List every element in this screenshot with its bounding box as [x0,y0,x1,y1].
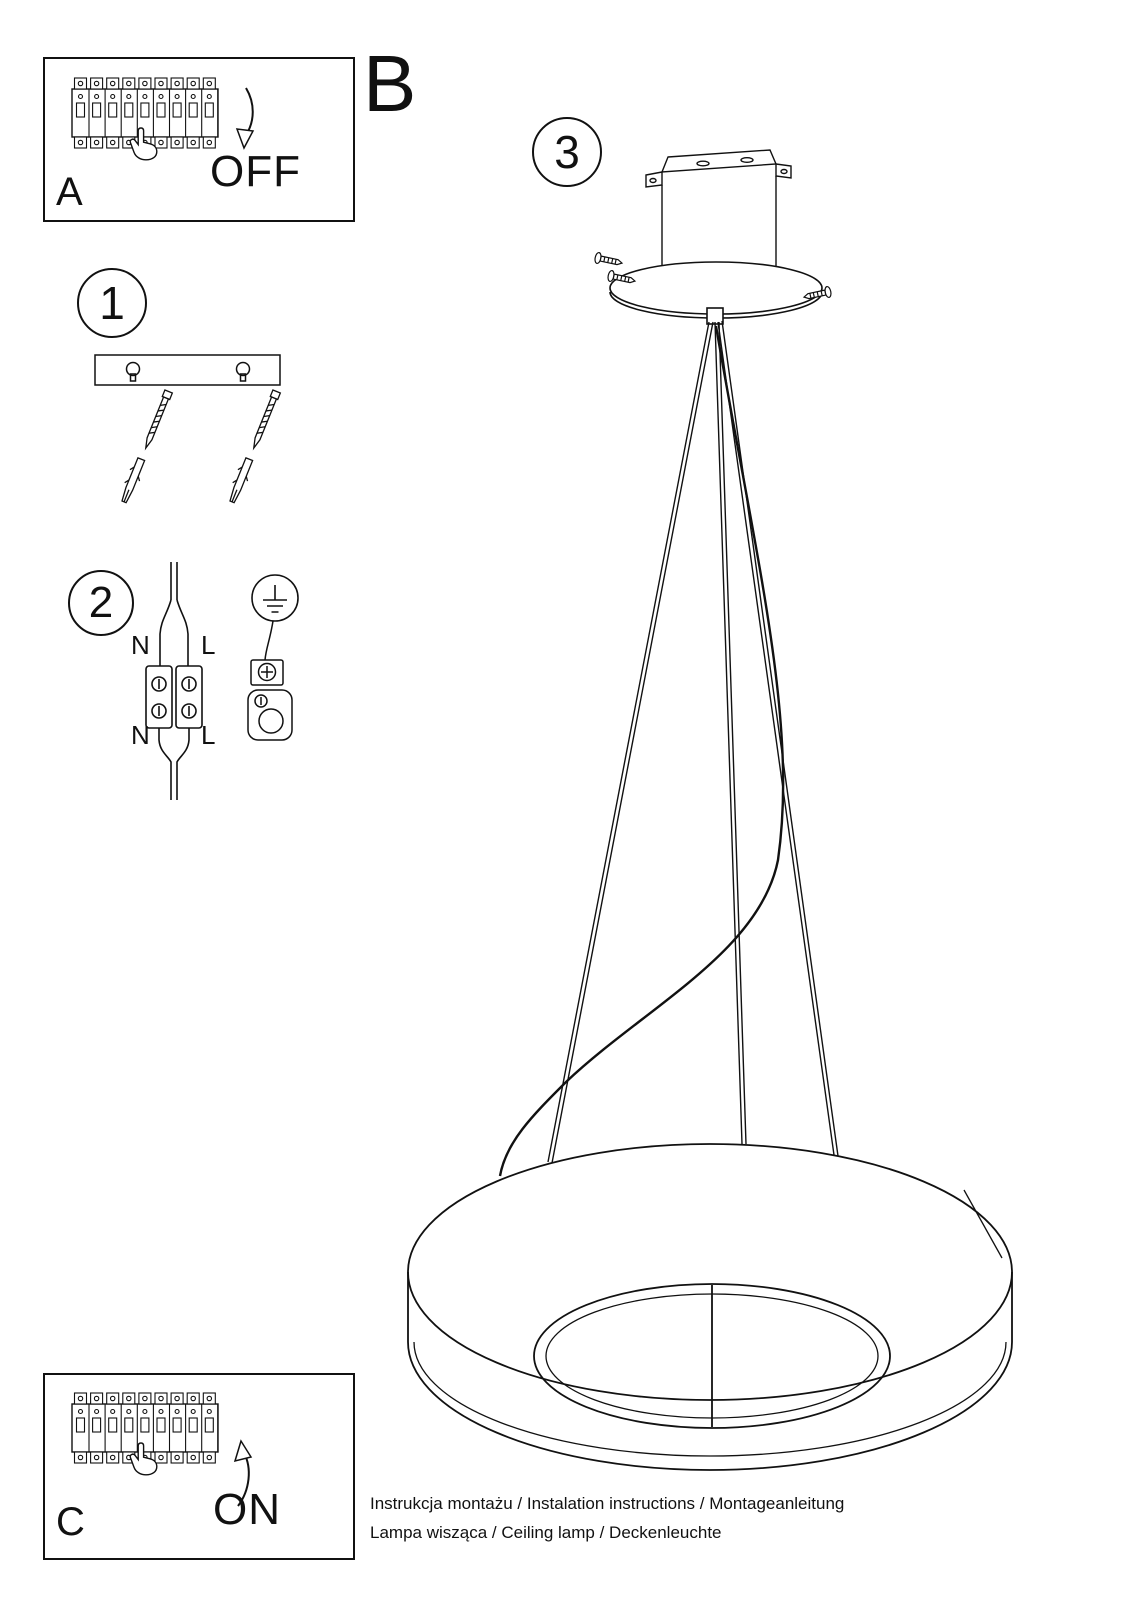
mounting-bracket-illustration [94,354,281,386]
breaker-panel-off-illustration [72,78,255,161]
section-b-label: B [363,39,417,128]
wire-label-n-bottom: N [131,720,150,750]
power-cord [498,325,785,1177]
panel-c-box [43,1373,355,1560]
canopy-illustration [609,261,823,325]
off-label: OFF [210,147,301,196]
step-2-badge: 2 [68,570,134,636]
ground-symbol-icon [251,574,299,622]
ceiling-bracket-illustration [645,149,792,272]
breaker-panel-on-illustration [72,1393,253,1507]
arrow-up-icon [233,1439,253,1507]
wire-label-l-bottom: L [201,720,216,750]
arrow-down-icon [235,87,255,150]
ground-clamp-illustration [247,620,293,741]
wall-anchor-icon [117,388,176,505]
suspension-wires [547,320,839,1164]
step-3-badge: 3 [532,117,602,187]
step-1-badge: 1 [77,268,147,338]
on-label: ON [213,1485,281,1534]
footer-line-2: Lampa wisząca / Ceiling lamp / Deckenleu… [370,1523,722,1542]
panel-c-label: C [56,1500,85,1544]
screw-icon [593,251,624,270]
wire-label-l-top: L [201,630,216,660]
wire-label-n-top: N [131,630,150,660]
panel-a-box [43,57,355,222]
wiring-connection-illustration [145,562,203,800]
footer-line-1: Instrukcja montażu / Instalation instruc… [370,1494,845,1513]
panel-a-label: A [56,170,83,214]
lamp-shade-ring [407,1143,1013,1471]
wall-anchor-icon [225,388,284,505]
